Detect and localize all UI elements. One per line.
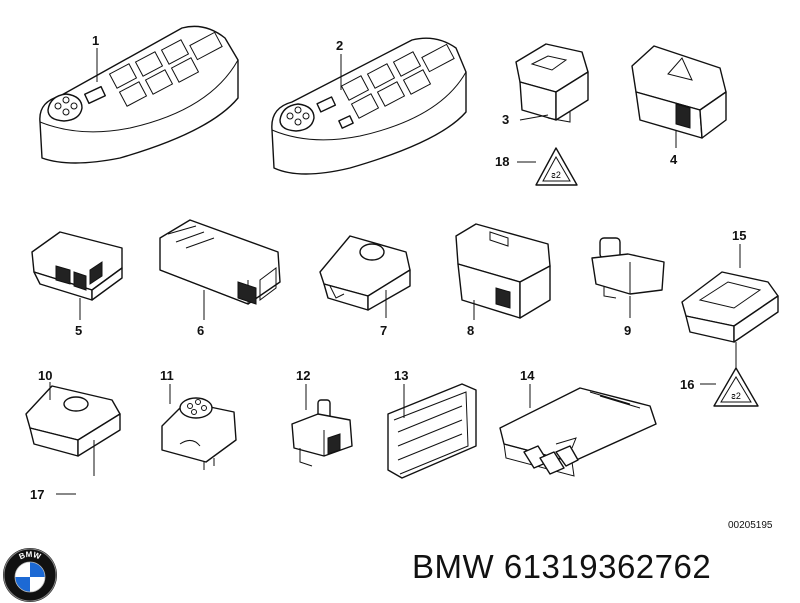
svg-text:BMW: BMW bbox=[18, 550, 43, 562]
part-label-11: 11 bbox=[160, 368, 174, 383]
part-9-push-switch bbox=[591, 237, 665, 299]
part-label-4: 4 bbox=[670, 152, 678, 167]
part-11-mirror-switch bbox=[161, 397, 237, 470]
part-6-switch-module bbox=[159, 219, 281, 305]
part-label-15: 15 bbox=[732, 228, 746, 243]
svg-text:ꙅ2: ꙅ2 bbox=[731, 391, 741, 401]
part-8-switch bbox=[455, 223, 551, 319]
part-18-warning-label: ꙅ2 bbox=[535, 147, 578, 186]
brand-name: BMW bbox=[412, 548, 495, 585]
part-label-13: 13 bbox=[394, 368, 408, 383]
part-10-roller-switch bbox=[25, 385, 121, 457]
part-label-6: 6 bbox=[197, 323, 204, 338]
part-1-driver-switch-cluster bbox=[39, 25, 239, 164]
part-number: 61319362762 bbox=[503, 548, 712, 585]
part-label-12: 12 bbox=[296, 368, 310, 383]
part-7-roller-switch bbox=[319, 235, 411, 311]
diagram-ref-number: 00205195 bbox=[728, 520, 773, 531]
part-label-14: 14 bbox=[520, 368, 535, 383]
part-label-10: 10 bbox=[38, 368, 52, 383]
svg-text:ꙅ2: ꙅ2 bbox=[551, 170, 561, 180]
part-label-17: 17 bbox=[30, 487, 44, 502]
part-3-switch bbox=[515, 43, 589, 123]
part-label-7: 7 bbox=[380, 323, 387, 338]
part-label-2: 2 bbox=[336, 38, 343, 53]
part-12-push-switch bbox=[291, 399, 353, 467]
part-label-3: 3 bbox=[502, 112, 509, 127]
part-4-hazard-switch bbox=[631, 45, 727, 139]
part-14-switch-module bbox=[499, 387, 657, 477]
part-label-18: 18 bbox=[495, 154, 509, 169]
part-label-16: 16 bbox=[680, 377, 694, 392]
part-5-switch-block bbox=[31, 231, 123, 301]
brand-part-number: BMW 61319362762 bbox=[412, 548, 711, 586]
part-13-cover-frame bbox=[387, 383, 477, 479]
part-2-switch-cluster bbox=[271, 37, 467, 175]
part-label-5: 5 bbox=[75, 323, 82, 338]
bmw-logo: BMW bbox=[3, 548, 57, 602]
part-label-9: 9 bbox=[624, 323, 631, 338]
part-label-1: 1 bbox=[92, 33, 99, 48]
part-16-warning-label: ꙅ2 bbox=[713, 367, 759, 407]
part-15-switch bbox=[681, 271, 779, 343]
part-label-8: 8 bbox=[467, 323, 474, 338]
